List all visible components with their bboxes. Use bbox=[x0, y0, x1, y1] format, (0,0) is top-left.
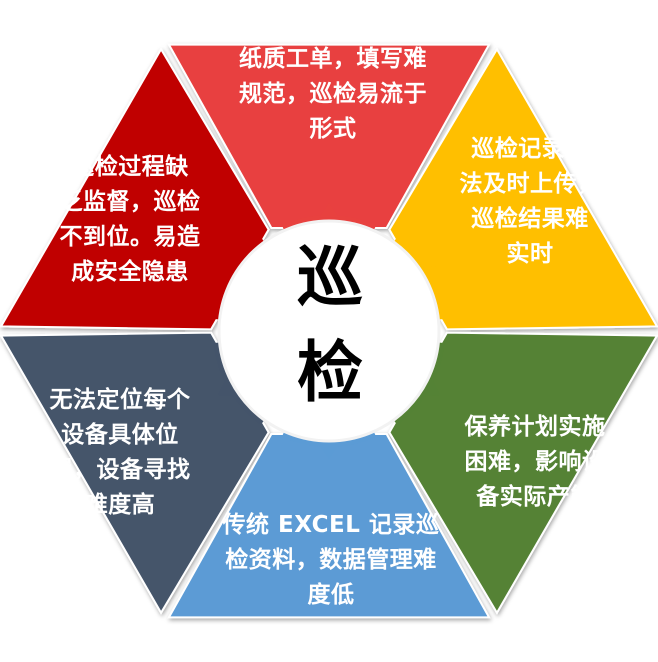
center-title: 巡 检 bbox=[270, 230, 390, 420]
segment-bottom bbox=[167, 433, 491, 619]
segment-upper-right bbox=[388, 47, 658, 331]
ring-pointer-lower-right bbox=[422, 379, 440, 397]
ring-arc-top bbox=[281, 215, 377, 233]
ring-arc-upper-left bbox=[213, 237, 266, 320]
center-circle bbox=[217, 219, 441, 443]
ring-arc-bottom bbox=[281, 429, 377, 447]
ring-pointer-upper-left bbox=[218, 265, 236, 283]
segment-top bbox=[167, 43, 491, 229]
ring-pointer-top bbox=[319, 203, 339, 218]
segment-top-text: 纸质工单，填写难 规范，巡检易流于 形式 bbox=[239, 46, 427, 142]
center-title-line1: 巡 bbox=[297, 239, 363, 316]
ring-pointer-lower-left bbox=[218, 379, 236, 397]
segment-lower-left-text: 无法定位每个 设备具体位 置，设备寻找 难度高 bbox=[49, 387, 191, 518]
segment-lower-left bbox=[0, 331, 270, 615]
segment-upper-right-text: 巡检记录无 法及时上传， 巡检结果难 实时 bbox=[459, 136, 601, 267]
ring-pointer-bottom bbox=[319, 444, 339, 459]
segment-bottom-text: 传统 EXCEL 记录巡 检资料，数据管理难 度低 bbox=[222, 512, 440, 608]
ring-arc-lower-left bbox=[213, 342, 266, 425]
segment-lower-right-text: 保养计划实施 困难，影响设 备实际产能 bbox=[464, 414, 606, 510]
segment-upper-left-text: 巡检过程缺 乏监督，巡检 不到位。易造 成安全隐患 bbox=[59, 154, 201, 285]
ring-arc-upper-right bbox=[392, 237, 445, 320]
center-title-line2: 检 bbox=[297, 334, 363, 411]
ring-arc-lower-right bbox=[392, 342, 445, 425]
segment-upper-left bbox=[0, 47, 270, 331]
ring-pointer-upper-right bbox=[422, 265, 440, 283]
segment-lower-right bbox=[388, 331, 658, 615]
